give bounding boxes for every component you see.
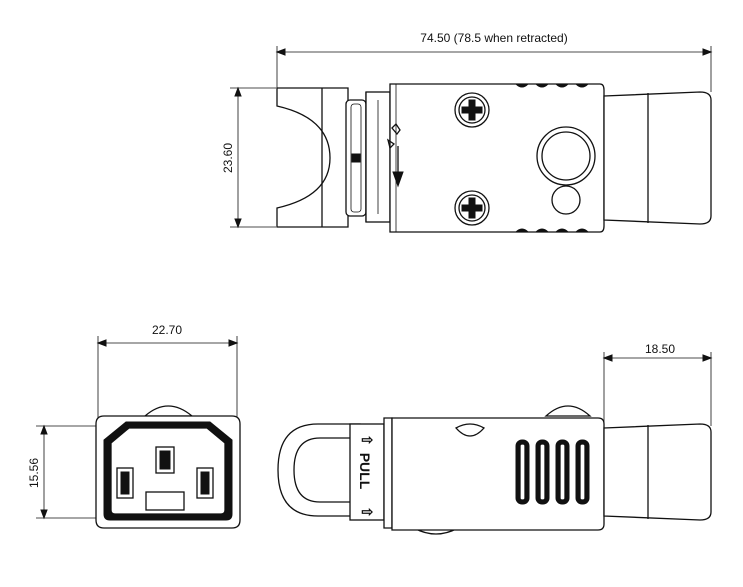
screw-icon [454, 92, 490, 128]
top-view: 74.50 (78.5 when retracted) 23.60 [221, 31, 713, 233]
release-button-small [551, 185, 581, 215]
arrow-icon: ⇧ [359, 434, 375, 446]
main-body-top [389, 83, 605, 233]
svg-text:⇧: ⇧ [359, 434, 375, 446]
face-height-label: 15.56 [27, 458, 41, 488]
height-dimension: 23.60 [221, 86, 276, 229]
face-width-dimension: 22.70 [96, 323, 239, 426]
strain-relief-top [603, 91, 712, 225]
height-label: 23.60 [221, 143, 235, 173]
face-slot [145, 491, 185, 511]
overall-length-label: 74.50 (78.5 when retracted) [420, 31, 567, 45]
side-grip-slots [515, 439, 590, 505]
pull-label: PULL [357, 453, 373, 490]
front-latch-cup [276, 87, 349, 228]
release-button-large [536, 126, 596, 186]
screw-icon [454, 190, 490, 226]
main-body-side [391, 417, 605, 531]
logo-mark-icon [386, 122, 404, 188]
strain-relief-side [603, 423, 712, 521]
face-width-label: 22.70 [152, 323, 182, 337]
rear-length-dimension: 18.50 [602, 342, 713, 426]
svg-text:⇧: ⇧ [359, 506, 375, 518]
rear-length-label: 18.50 [645, 342, 675, 356]
top-grip-bumps [514, 83, 590, 233]
overall-length-dimension: 74.50 (78.5 when retracted) [275, 31, 713, 92]
face-height-dimension: 15.56 [27, 424, 98, 520]
arrow-icon: ⇧ [359, 506, 375, 518]
front-view: 22.70 15.56 [27, 323, 241, 529]
side-view: 18.50 ⇧ PULL ⇧ [277, 342, 713, 535]
